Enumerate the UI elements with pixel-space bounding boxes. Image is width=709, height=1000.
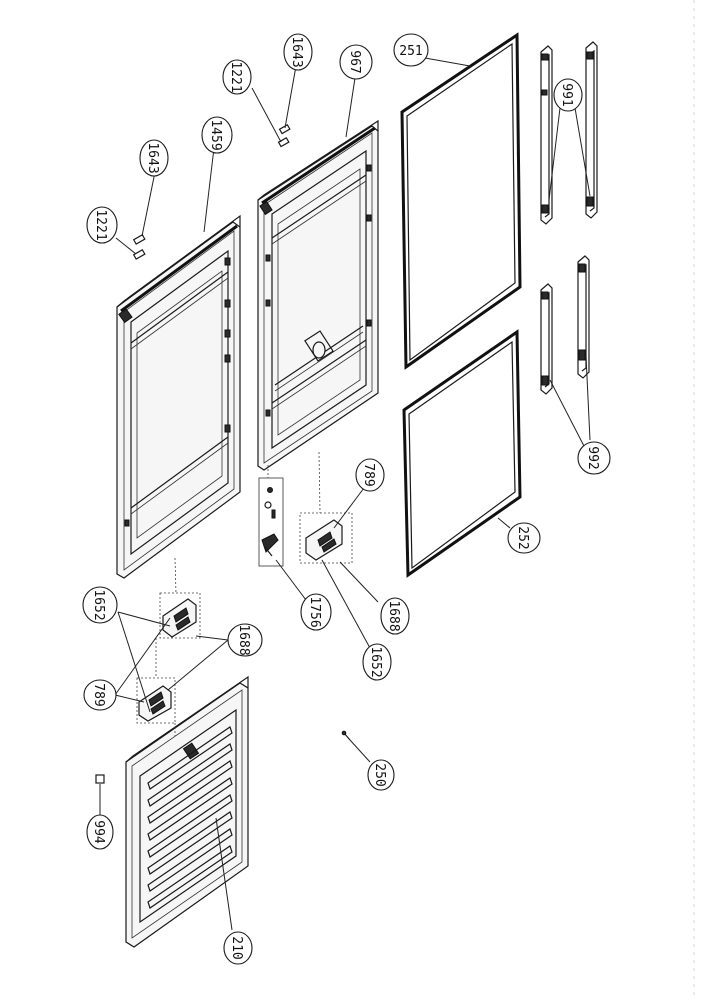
handle-rails-upper <box>540 41 598 225</box>
callout-1688-left: 1688 <box>227 623 263 657</box>
hinge-pins-upper <box>277 123 291 148</box>
svg-text:1643: 1643 <box>289 36 304 67</box>
hinge-pins-left <box>132 233 146 260</box>
assembly-lines <box>155 451 321 736</box>
svg-text:1221: 1221 <box>228 61 243 92</box>
handle-rails-lower <box>540 255 590 395</box>
callout-994: 994 <box>86 814 114 850</box>
callout-967: 967 <box>339 44 373 80</box>
svg-text:251: 251 <box>399 44 422 59</box>
screw-250 <box>341 730 351 741</box>
callout-991: 991 <box>553 78 583 112</box>
svg-text:1652: 1652 <box>368 646 383 677</box>
freezer-door-ribs <box>147 726 233 909</box>
leader-lines <box>99 57 591 931</box>
svg-text:1221: 1221 <box>93 209 108 240</box>
callout-210: 210 <box>223 931 253 965</box>
callout-251: 251 <box>393 33 429 67</box>
callout-789-right: 789 <box>355 458 385 492</box>
callout-1221-upper: 1221 <box>222 59 252 95</box>
callout-1688-right: 1688 <box>380 597 410 635</box>
svg-text:252: 252 <box>515 526 530 549</box>
gasket-lower <box>402 329 522 578</box>
gasket-upper <box>400 32 522 370</box>
callout-1756: 1756 <box>300 593 332 631</box>
callout-252: 252 <box>507 522 541 554</box>
hinge-bracket-left-upper <box>159 592 201 639</box>
svg-text:1688: 1688 <box>236 624 251 655</box>
door-inner-967 <box>257 119 379 471</box>
svg-text:1459: 1459 <box>208 119 223 150</box>
svg-text:967: 967 <box>347 50 362 73</box>
svg-text:994: 994 <box>91 820 106 844</box>
svg-text:992: 992 <box>585 446 600 469</box>
cap-994 <box>95 774 105 784</box>
svg-text:789: 789 <box>361 463 376 486</box>
hinge-bracket-right <box>299 512 353 564</box>
callout-992: 992 <box>577 441 611 475</box>
svg-text:1643: 1643 <box>145 142 160 173</box>
svg-text:1652: 1652 <box>91 589 106 620</box>
svg-text:789: 789 <box>91 683 106 706</box>
callout-1643-left: 1643 <box>139 139 169 177</box>
hinge-bracket-left-lower <box>136 677 176 724</box>
svg-text:250: 250 <box>372 763 387 786</box>
svg-text:210: 210 <box>229 936 244 959</box>
svg-text:1688: 1688 <box>386 600 401 631</box>
hinge-assembly-box <box>258 477 284 567</box>
callout-1643-upper: 1643 <box>283 33 313 71</box>
svg-text:991: 991 <box>559 83 574 106</box>
svg-text:1756: 1756 <box>307 596 322 627</box>
callout-789-left: 789 <box>83 679 117 711</box>
callout-1221-left: 1221 <box>86 206 118 244</box>
callout-1459: 1459 <box>201 116 233 154</box>
callout-1652-left: 1652 <box>82 586 118 624</box>
door-freezer-210 <box>125 675 249 948</box>
door-outer-1459 <box>116 214 241 579</box>
callout-1652-right: 1652 <box>362 643 392 681</box>
callout-250: 250 <box>367 759 395 791</box>
